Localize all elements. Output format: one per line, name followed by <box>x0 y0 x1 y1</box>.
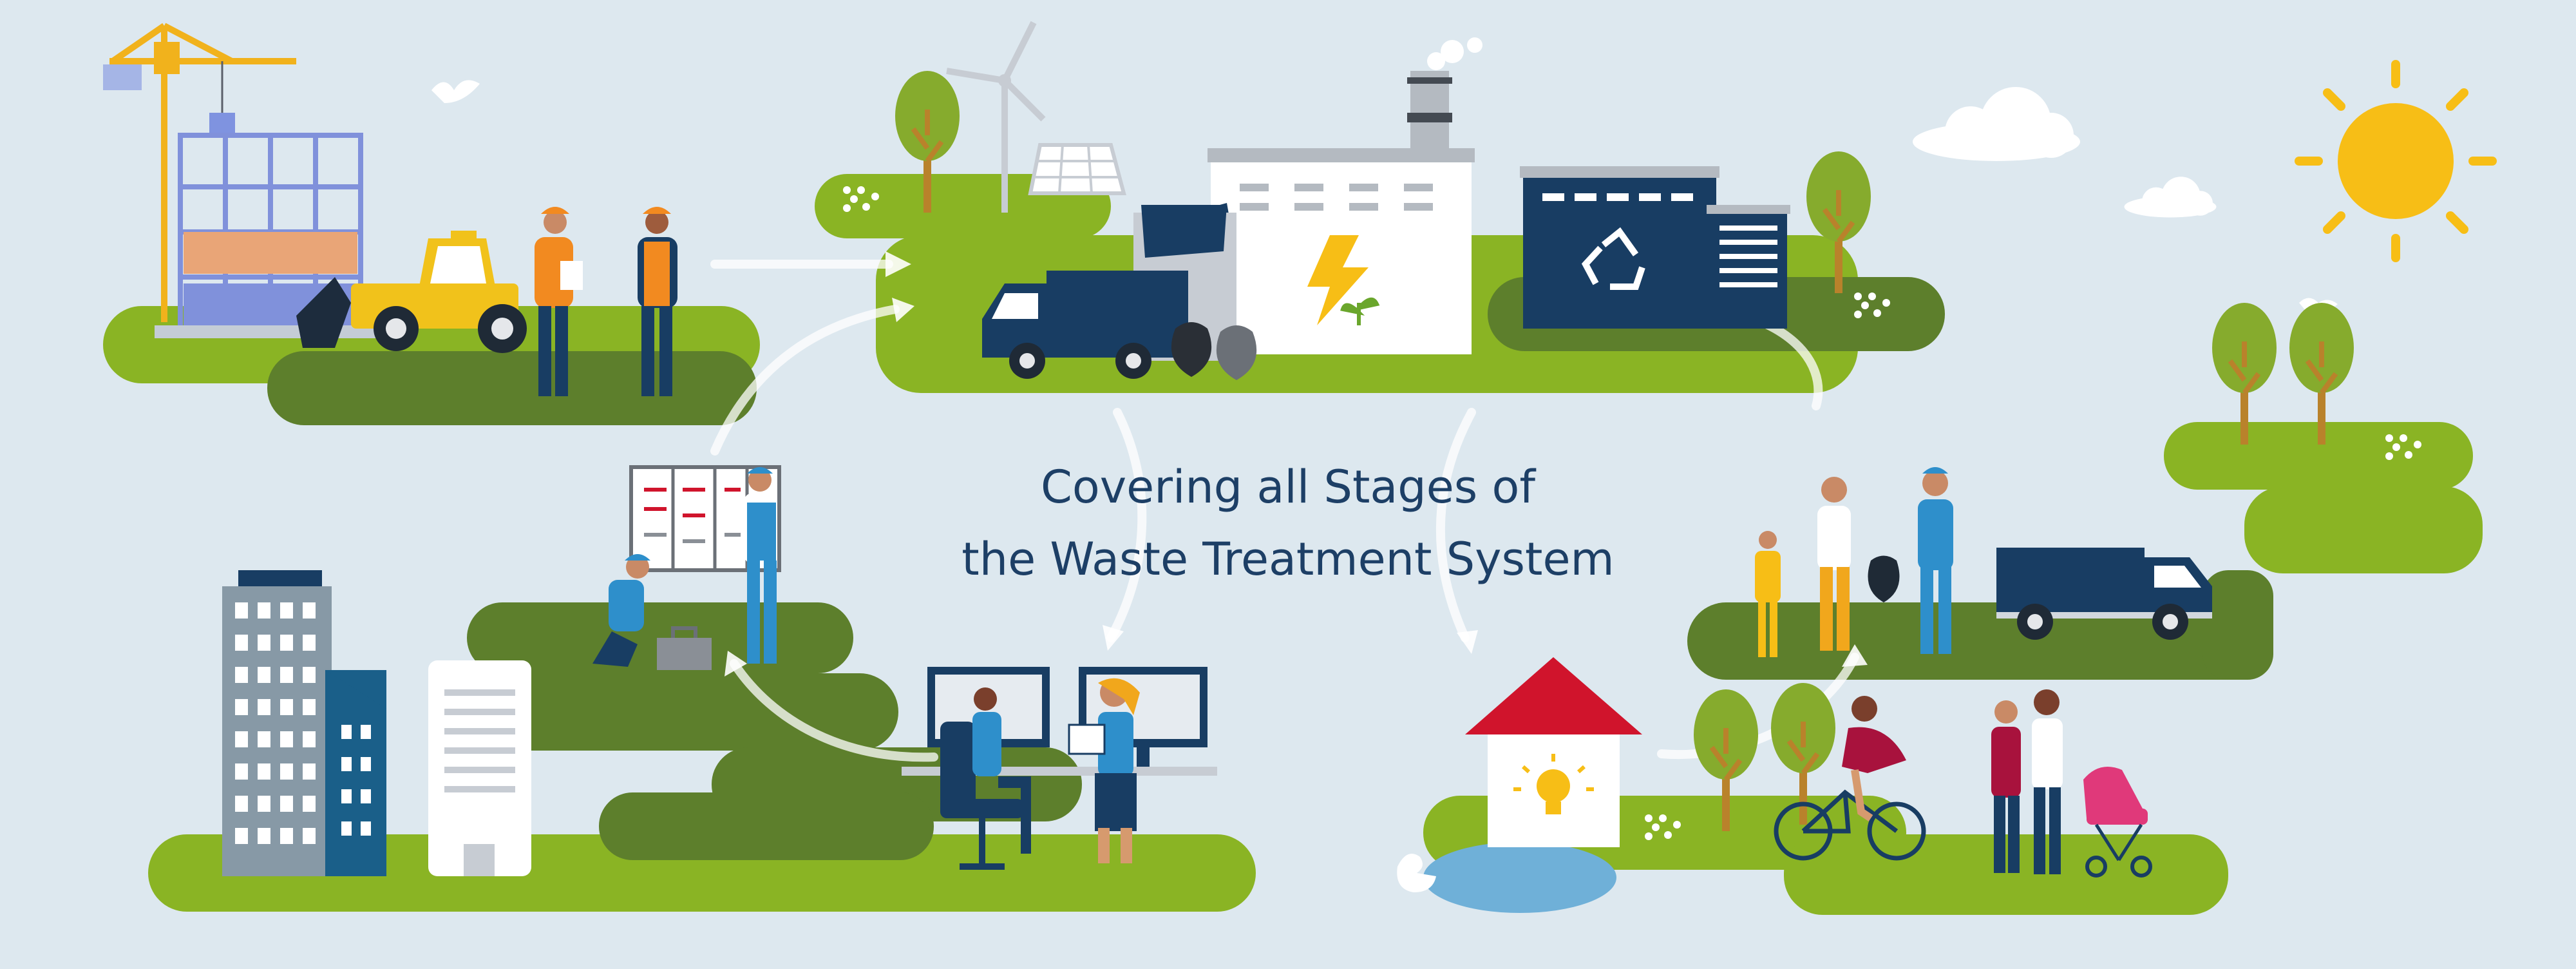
family-icon <box>1755 477 1851 657</box>
title-line-1: Covering all Stages of <box>1041 461 1535 513</box>
turbine-hub <box>998 74 1011 87</box>
monitor-icon <box>902 667 1217 776</box>
control-room-stage <box>902 667 1217 870</box>
wind-turbine-icon <box>946 21 1046 213</box>
technician-icon <box>592 467 777 667</box>
city-stage <box>222 570 531 876</box>
title-line-2: the Waste Treatment System <box>961 533 1615 586</box>
crane-counterweight <box>103 64 142 90</box>
plant-stage <box>843 21 1482 380</box>
construction-stage <box>103 23 677 396</box>
worker-icon <box>1918 467 1953 654</box>
community-stage <box>1397 657 2152 892</box>
crane-load <box>209 113 235 133</box>
lightning-icon <box>1307 235 1368 325</box>
cloud-icon <box>1913 87 2080 161</box>
toolbox-icon <box>657 638 712 670</box>
solar-panel-icon <box>1028 143 1126 195</box>
bulldozer-icon <box>296 231 527 353</box>
recycling-plant-icon <box>1520 166 1790 329</box>
recycling-stage <box>1520 151 1890 329</box>
recycle-icon <box>1581 227 1645 290</box>
garbage-bag-icon <box>1171 322 1257 380</box>
sun-icon <box>2295 60 2497 262</box>
sprout-icon <box>1340 297 1380 325</box>
office-building-icon <box>222 570 531 876</box>
crane-icon <box>109 23 296 322</box>
operator-icon <box>940 678 1140 870</box>
bird-icon <box>431 80 480 103</box>
building-frame-icon <box>155 133 386 338</box>
collection-stage <box>1755 467 2212 657</box>
lightbulb-icon <box>1513 754 1594 814</box>
cyclist-icon <box>1774 696 1926 861</box>
couple-icon <box>1991 689 2063 874</box>
maintenance-stage <box>592 465 781 670</box>
worker-icon <box>535 207 677 396</box>
duck-icon <box>1397 854 1436 892</box>
power-plant-icon <box>1208 37 1482 354</box>
garbage-bag-icon <box>1868 555 1900 602</box>
house-icon <box>1465 657 1642 847</box>
stroller-icon <box>2083 767 2152 878</box>
cloud-icon <box>2124 177 2217 218</box>
page-title: Covering all Stages of the Waste Treatme… <box>857 451 1719 595</box>
